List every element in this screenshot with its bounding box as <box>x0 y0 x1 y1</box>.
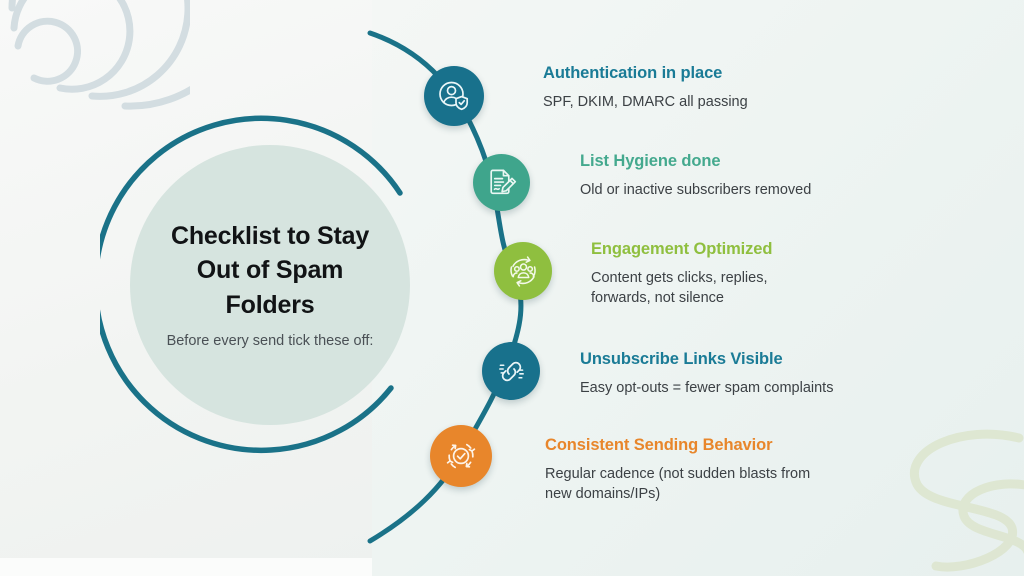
page-title: Checklist to Stay Out of Spam Folders <box>171 219 369 323</box>
refresh-check-icon <box>446 443 476 469</box>
step-heading-authentication: Authentication in place <box>543 64 723 82</box>
document-pencil-icon <box>490 169 517 195</box>
page-title-line-2: Out of Spam <box>196 256 344 285</box>
step-copy-consistent-sending: Consistent Sending Behavior Regular cade… <box>545 435 965 504</box>
step-heading-engagement: Engagement Optimized <box>591 240 773 258</box>
hero-block: Checklist to Stay Out of Spam Folders Be… <box>100 115 440 455</box>
step-heading-consistent-sending: Consistent Sending Behavior <box>545 436 773 454</box>
step-body-consistent-sending-line-1: Regular cadence (not sudden blasts from <box>545 465 811 482</box>
step-body-consistent-sending-line-2: new domains/IPs) <box>545 485 661 502</box>
step-badge-authentication[interactable] <box>424 66 484 126</box>
people-cycle-icon <box>509 255 536 287</box>
step-heading-list-hygiene: List Hygiene done <box>580 152 721 170</box>
step-badge-list-hygiene[interactable] <box>473 154 530 211</box>
step-heading-unsubscribe-links: Unsubscribe Links Visible <box>580 350 783 368</box>
step-body-engagement-line-2: forwards, not silence <box>591 289 724 306</box>
step-body-authentication-line-1: SPF, DKIM, DMARC all passing <box>543 93 748 110</box>
step-copy-engagement: Engagement Optimized Content gets clicks… <box>591 239 991 308</box>
step-badge-unsubscribe-links[interactable] <box>482 342 540 400</box>
page-subtitle: Before every send tick these off: <box>166 333 374 350</box>
step-copy-unsubscribe-links: Unsubscribe Links Visible Easy opt-outs … <box>580 349 980 398</box>
page-title-line-3: Folders <box>225 290 315 319</box>
step-copy-list-hygiene: List Hygiene done Old or inactive subscr… <box>580 151 980 200</box>
step-body-unsubscribe-links-line-1: Easy opt-outs = fewer spam complaints <box>580 379 834 396</box>
hero-ring-arc <box>100 115 403 454</box>
step-badge-engagement[interactable] <box>494 242 552 300</box>
page-title-line-1: Checklist to Stay <box>170 221 370 250</box>
step-badge-consistent-sending[interactable] <box>430 425 492 487</box>
step-copy-authentication: Authentication in place SPF, DKIM, DMARC… <box>543 63 943 112</box>
user-shield-check-icon <box>439 81 469 111</box>
chain-link-icon <box>498 361 524 381</box>
background-bottom-strip <box>0 558 372 576</box>
hero-disc <box>130 145 410 425</box>
step-body-list-hygiene-line-1: Old or inactive subscribers removed <box>580 181 812 198</box>
step-body-engagement-line-1: Content gets clicks, replies, <box>591 269 768 286</box>
hero-text-group: Checklist to Stay Out of Spam Folders Be… <box>130 145 410 425</box>
